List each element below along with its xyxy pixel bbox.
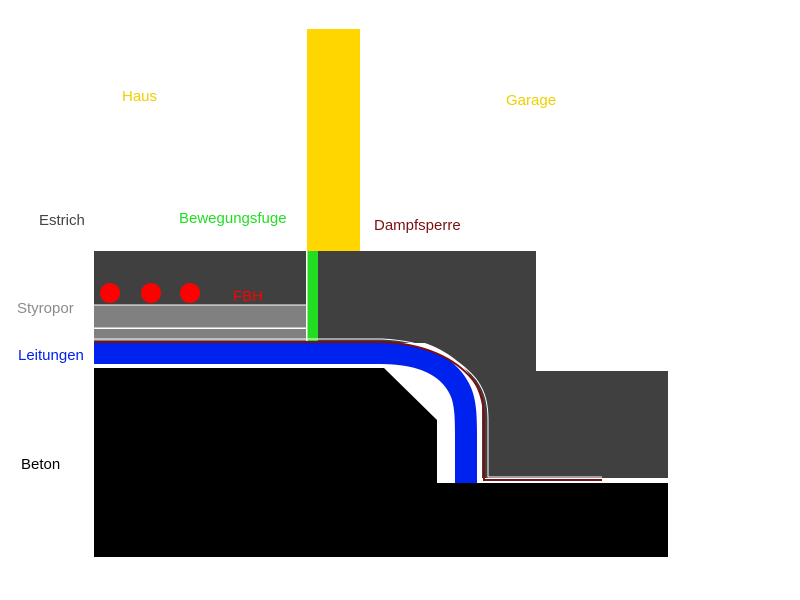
label-fbh: FBH	[233, 288, 263, 305]
label-garage: Garage	[506, 92, 557, 109]
label-bewegungsfuge: Bewegungsfuge	[179, 210, 287, 227]
label-dampfsperre: Dampfsperre	[374, 217, 461, 234]
leitungen-pipe	[94, 342, 477, 483]
styropor-layer	[94, 305, 306, 328]
bewegungsfuge	[307, 251, 318, 341]
label-leitungen: Leitungen	[18, 347, 84, 364]
fbh-pipe	[180, 283, 200, 303]
garage-screed	[318, 251, 668, 478]
styropor-layer	[94, 329, 306, 341]
dampfsperre-line	[94, 341, 602, 481]
label-estrich: Estrich	[39, 212, 85, 229]
beton-slab	[94, 368, 668, 557]
fbh-pipe	[100, 283, 120, 303]
house-screed	[94, 251, 306, 305]
label-styropor: Styropor	[17, 300, 74, 317]
house-wall	[307, 29, 360, 251]
dampfsperre-outline	[94, 338, 602, 478]
label-beton: Beton	[21, 456, 61, 473]
fbh-pipe	[141, 283, 161, 303]
label-haus: Haus	[122, 88, 158, 105]
